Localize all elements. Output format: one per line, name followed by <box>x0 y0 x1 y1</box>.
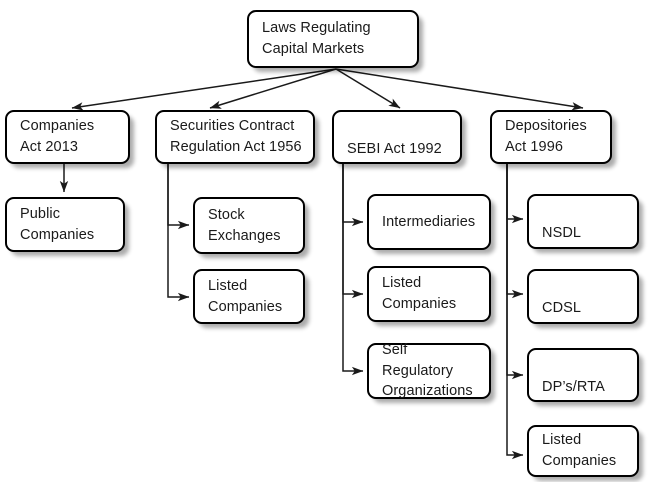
node-sebi-act-1992[interactable]: SEBI Act 1992 <box>332 110 462 164</box>
node-public-companies-label: Public Companies <box>20 205 95 243</box>
node-cdsl-label: CDSL <box>542 299 582 316</box>
root-connectors <box>71 68 584 111</box>
node-companies-act-2013[interactable]: Companies Act 2013 <box>5 110 130 164</box>
connector-sebi-to-self-regulatory-organizations <box>342 164 364 376</box>
connector-scra-to-listed-companies <box>167 164 190 302</box>
connector-depositories-to-listed-companies <box>506 164 524 460</box>
node-dps-rta-label: DP’s/RTA <box>542 378 605 395</box>
connector-root-to-sebi-act <box>335 68 401 109</box>
node-dps-rta[interactable]: DP’s/RTA <box>527 348 639 402</box>
node-intermediaries[interactable]: Intermediaries <box>367 194 491 250</box>
connector-depositories-to-nsdl <box>506 164 524 224</box>
node-self-regulatory-organizations-label: Self Regulatory Organizations <box>382 342 473 400</box>
node-root[interactable]: Laws Regulating Capital Markets <box>247 10 419 68</box>
node-securities-contract-regulation-act-1956[interactable]: Securities Contract Regulation Act 1956 <box>155 110 315 164</box>
node-stock-exchanges-label: Stock Exchanges <box>208 206 281 244</box>
node-nsdl-label: NSDL <box>542 224 582 241</box>
node-sebi-listed-companies[interactable]: Listed Companies <box>367 266 491 322</box>
node-self-regulatory-organizations[interactable]: Self Regulatory Organizations <box>367 342 491 400</box>
node-cdsl[interactable]: CDSL <box>527 269 639 324</box>
node-depositories-listed-companies-label: Listed Companies <box>542 432 617 469</box>
connector-depositories-to-dps-rta <box>506 164 524 380</box>
node-depositories-act-1996[interactable]: Depositories Act 1996 <box>490 110 612 164</box>
node-sebi-listed-companies-label: Listed Companies <box>382 275 457 312</box>
connector-sebi-to-listed-companies <box>342 164 364 299</box>
node-companies-act-2013-label: Companies Act 2013 <box>20 118 95 155</box>
node-depositories-act-1996-label: Depositories Act 1996 <box>505 118 587 155</box>
node-public-companies[interactable]: Public Companies <box>5 197 125 252</box>
node-stock-exchanges[interactable]: Stock Exchanges <box>193 197 305 254</box>
connector-root-to-securities-contract <box>209 68 337 109</box>
node-sebi-act-1992-label: SEBI Act 1992 <box>347 140 442 157</box>
node-root-label: Laws Regulating Capital Markets <box>262 20 371 57</box>
connector-scra-to-stock-exchanges <box>167 164 190 230</box>
connector-depositories-to-cdsl <box>506 164 524 299</box>
node-intermediaries-label: Intermediaries <box>382 213 476 230</box>
node-scra-listed-companies-label: Listed Companies <box>208 277 283 315</box>
node-nsdl[interactable]: NSDL <box>527 194 639 249</box>
node-scra-listed-companies[interactable]: Listed Companies <box>193 269 305 324</box>
connector-root-to-companies-act <box>71 68 337 111</box>
node-securities-contract-regulation-act-1956-label: Securities Contract Regulation Act 1956 <box>170 118 302 155</box>
node-depositories-listed-companies[interactable]: Listed Companies <box>527 425 639 477</box>
connector-root-to-depositories-act <box>335 68 584 111</box>
